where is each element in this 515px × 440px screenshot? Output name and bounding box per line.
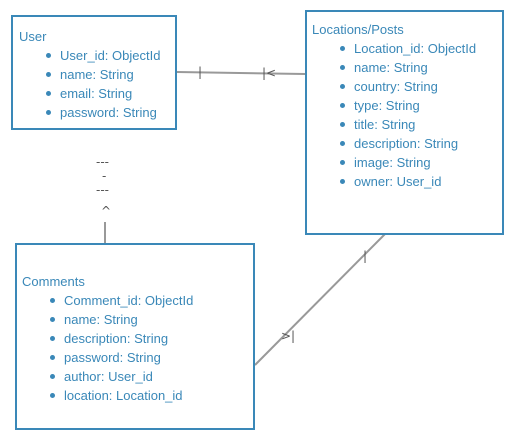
user-locations-connector <box>176 71 306 75</box>
locations-comments-comments-marker: >| <box>281 329 296 343</box>
comments-field-list: Comment_id: ObjectId name: String descri… <box>50 291 193 405</box>
user-entity-title: User <box>19 29 47 44</box>
user-field-list: User_id: ObjectId name: String email: St… <box>46 46 160 122</box>
user-field: name: String <box>46 65 160 84</box>
locations-field: title: String <box>340 115 476 134</box>
user-locations-locations-marker: |< <box>262 66 277 80</box>
comments-entity[interactable]: Comments Comment_id: ObjectId name: Stri… <box>15 243 255 430</box>
locations-field: type: String <box>340 96 476 115</box>
comments-entity-title: Comments <box>22 274 85 289</box>
comments-field: description: String <box>50 329 193 348</box>
user-comments-dash-bottom: --- <box>96 183 109 197</box>
user-comments-dash-top: --- <box>96 155 109 169</box>
user-field: email: String <box>46 84 160 103</box>
locations-field: Location_id: ObjectId <box>340 39 476 58</box>
locations-field: name: String <box>340 58 476 77</box>
locations-field: image: String <box>340 153 476 172</box>
user-field: password: String <box>46 103 160 122</box>
locations-entity-title: Locations/Posts <box>312 22 404 37</box>
locations-field: description: String <box>340 134 476 153</box>
locations-comments-locations-marker: | <box>363 249 368 263</box>
user-field: User_id: ObjectId <box>46 46 160 65</box>
locations-comments-connector <box>254 233 386 366</box>
user-comments-dash-mid: - <box>102 169 107 183</box>
locations-field-list: Location_id: ObjectId name: String count… <box>340 39 476 191</box>
locations-entity[interactable]: Locations/Posts Location_id: ObjectId na… <box>305 10 504 235</box>
locations-field: owner: User_id <box>340 172 476 191</box>
user-entity[interactable]: User User_id: ObjectId name: String emai… <box>11 15 177 130</box>
user-comments-comments-marker: ^ <box>101 204 112 218</box>
user-locations-user-marker: | <box>198 65 203 79</box>
comments-field: password: String <box>50 348 193 367</box>
comments-field: Comment_id: ObjectId <box>50 291 193 310</box>
comments-field: location: Location_id <box>50 386 193 405</box>
comments-field: name: String <box>50 310 193 329</box>
locations-field: country: String <box>340 77 476 96</box>
comments-field: author: User_id <box>50 367 193 386</box>
